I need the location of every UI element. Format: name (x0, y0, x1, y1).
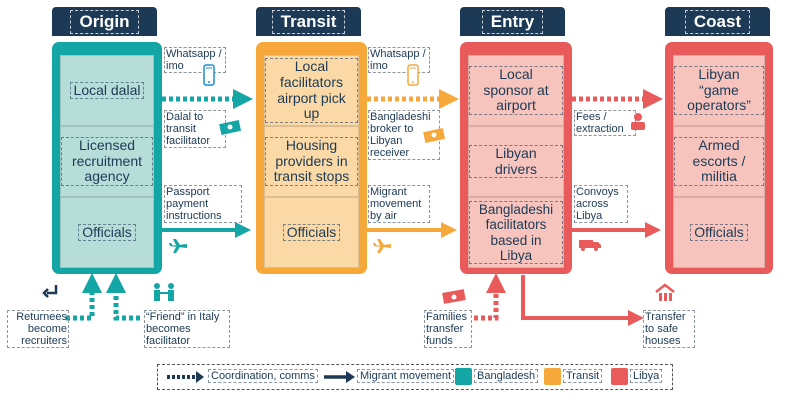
note-returnees: Returnees become recruiters (7, 310, 69, 348)
origin-box-officials: Officials (60, 197, 154, 268)
entry-box-drivers: Libyan drivers (468, 126, 564, 197)
transit-box-housing: Housing providers in transit stops (264, 126, 359, 197)
families-arrow (474, 273, 506, 321)
airplane-icon (169, 239, 187, 253)
truck-icon (579, 240, 601, 251)
legend-transit-label: Transit (563, 369, 603, 383)
legend: Coordination, comms Migrant movement Ban… (157, 364, 673, 390)
transit-box-facilitators: Local facilitators airport pick up (264, 55, 359, 126)
entry-box-bd-facilitators: Bangladeshi facilitators based in Libya (468, 197, 564, 268)
coast-column: Libyan “game operators” Armed escorts / … (665, 42, 773, 274)
legend-dotted-arrow (167, 371, 204, 383)
cash-icon (442, 289, 466, 304)
friend-arrow (106, 273, 140, 321)
note-friend: “Friend” in Italy becomes facilitator (144, 310, 230, 348)
airplane-icon (373, 239, 391, 253)
legend-swatch-bangladesh (455, 368, 472, 385)
note-families: Families transfer funds (424, 310, 472, 348)
legend-swatch-libya (611, 368, 628, 385)
returnees-arrow (66, 273, 102, 321)
header-entry: Entry (460, 7, 565, 36)
phone-icon (407, 64, 419, 86)
legend-bangladesh-label: Bangladesh (474, 369, 539, 383)
family-icon (154, 283, 174, 301)
header-transit: Transit (256, 7, 361, 36)
origin-box-recruitment-agency: Licensed recruitment agency (60, 126, 154, 197)
transit-column: Local facilitators airport pick up Housi… (256, 42, 367, 274)
note-broker: Bangladeshi broker to Libyan receiver (368, 110, 440, 160)
phone-icon (203, 64, 215, 86)
origin-column: Local dalal Licensed recruitment agency … (52, 42, 162, 274)
note-safehouses: Transfer to safe houses (643, 310, 695, 348)
legend-coordination-label: Coordination, comms (208, 369, 318, 383)
origin-box-local-dalal: Local dalal (60, 55, 154, 126)
note-origin-whatsapp: Whatsapp / imo (164, 47, 226, 73)
coast-box-officials: Officials (673, 197, 765, 268)
legend-libya-label: Libya (630, 369, 663, 383)
money-icon (423, 128, 446, 143)
note-migrant-air: Migrant movement by air (368, 185, 430, 223)
transit-box-officials: Officials (264, 197, 359, 268)
money-icon (219, 120, 242, 135)
house-icon (655, 283, 675, 301)
legend-migrant-label: Migrant movement (357, 369, 455, 383)
note-fees: Fees / extraction (574, 110, 636, 136)
entry-column: Local sponsor at airport Libyan drivers … (460, 42, 572, 274)
legend-solid-arrow (324, 371, 355, 383)
safehouses-arrow (521, 275, 644, 326)
legend-swatch-transit (544, 368, 561, 385)
entry-box-sponsor: Local sponsor at airport (468, 55, 564, 126)
return-arrow-icon (42, 285, 58, 298)
header-origin: Origin (52, 7, 157, 36)
note-dalal-transit: Dalal to transit facilitator (164, 110, 226, 148)
note-passport: Passport payment instructions (164, 185, 242, 223)
coast-box-armed-escorts: Armed escorts / militia (673, 126, 765, 197)
coast-box-game-operators: Libyan “game operators” (673, 55, 765, 126)
note-transit-whatsapp: Whatsapp / imo (368, 47, 430, 73)
person-cash-icon (631, 113, 645, 130)
note-convoys: Convoys across Libya (574, 185, 628, 223)
header-coast: Coast (665, 7, 770, 36)
